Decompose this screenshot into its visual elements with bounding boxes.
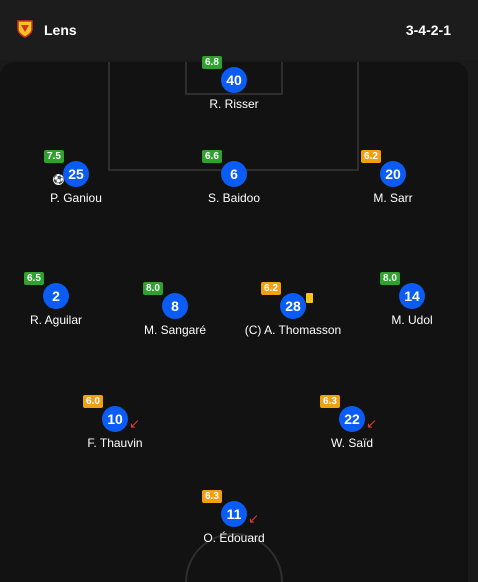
player-name: R. Risser [209,97,259,111]
player-name: P. Ganiou [50,191,102,205]
player-number-badge[interactable]: 40 [221,67,247,93]
player-name: M. Sangaré [143,323,207,337]
lens-crest-icon [17,20,33,38]
substitution-off-arrow-icon: ↙ [129,416,140,431]
substitution-off-arrow-icon: ↙ [366,416,377,431]
player-number-badge[interactable]: 28 [280,293,306,319]
player-name: O. Édouard [203,531,265,545]
player-rating-badge: 6.6 [202,150,222,163]
player-rating-badge: 6.8 [202,56,222,69]
player-name: M. Udol [391,313,433,327]
player-rating-badge: 6.2 [361,150,381,163]
substitution-off-arrow-icon: ↙ [248,511,259,526]
player-number-badge[interactable]: 25 [63,161,89,187]
yellow-card-icon [306,293,313,303]
player-rating-badge: 6.3 [202,490,222,503]
team-header: Lens 3-4-2-1 [0,0,478,60]
player-number-badge[interactable]: 8 [162,293,188,319]
player-rating-badge: 6.3 [320,395,340,408]
player-number-badge[interactable]: 6 [221,161,247,187]
goal-ball-icon: ⚽ [53,174,65,185]
player-number-badge[interactable]: 10 [102,406,128,432]
player-rating-badge: 6.2 [261,282,281,295]
player-rating-badge: 8.0 [380,272,400,285]
player-rating-badge: 7.5 [44,150,64,163]
player-rating-badge: 6.0 [83,395,103,408]
player-name: (C) A. Thomasson [244,323,342,337]
player-rating-badge: 6.5 [24,272,44,285]
player-name: F. Thauvin [87,436,143,450]
player-name: M. Sarr [373,191,413,205]
player-rating-badge: 8.0 [143,282,163,295]
player-name: R. Aguilar [29,313,83,327]
player-number-badge[interactable]: 14 [399,283,425,309]
player-number-badge[interactable]: 11 [221,501,247,527]
formation-label: 3-4-2-1 [405,22,451,38]
team-name: Lens [44,22,77,38]
player-name: S. Baidoo [207,191,261,205]
player-number-badge[interactable]: 2 [43,283,69,309]
player-number-badge[interactable]: 22 [339,406,365,432]
pitch [0,62,468,582]
player-number-badge[interactable]: 20 [380,161,406,187]
player-name: W. Saïd [330,436,374,450]
